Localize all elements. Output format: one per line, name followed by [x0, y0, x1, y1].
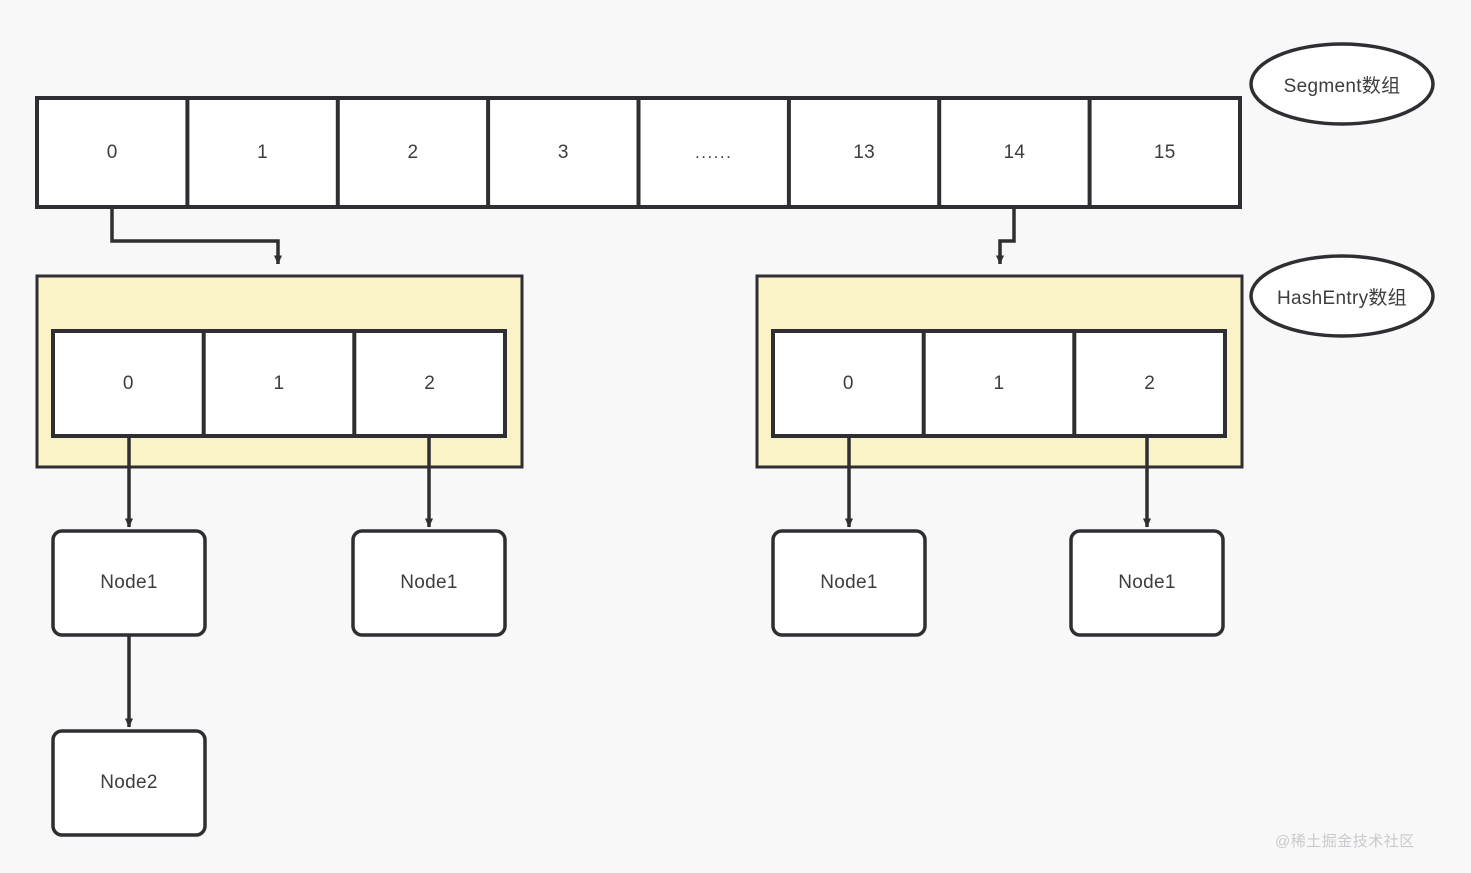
segment-cell-3[interactable]: 3: [557, 141, 569, 163]
segment-cell-0[interactable]: 0: [106, 141, 118, 163]
segment-array-box: [35, 96, 1242, 209]
node-left-chain-b-1[interactable]: Node1: [400, 572, 458, 593]
right-hashentry-cell-2[interactable]: 2: [1144, 372, 1156, 394]
node-left-chain-a-2[interactable]: Node2: [100, 772, 158, 793]
hashentry-array-callout-ellipse: [1249, 254, 1435, 338]
right-hashentry-cell-0[interactable]: 0: [842, 372, 854, 394]
segment-cell-15[interactable]: 15: [1153, 141, 1176, 163]
right-hashentry-container: [755, 274, 1244, 469]
node-box-left-chain-a-2: [51, 729, 207, 837]
node-left-chain-a-1[interactable]: Node1: [100, 572, 158, 593]
left-hashentry-container: [35, 274, 524, 469]
node-box-left-chain-b-1: [351, 529, 507, 637]
segment-array-callout-ellipse: [1249, 42, 1435, 126]
segment-cell-1[interactable]: 1: [257, 141, 269, 163]
node-box-right-chain-b-1: [1069, 529, 1225, 637]
left-hashentry-cell-1[interactable]: 1: [273, 372, 285, 394]
node-box-right-chain-a-1: [771, 529, 927, 637]
segment-cell-13[interactable]: 13: [853, 141, 875, 163]
left-hashentry-cell-2[interactable]: 2: [424, 372, 436, 394]
right-hashentry-cell-1[interactable]: 1: [993, 372, 1005, 394]
segment-cell-14[interactable]: 14: [1003, 141, 1026, 163]
hashentry-array-callout-label[interactable]: HashEntry数组: [1276, 287, 1407, 309]
node-right-chain-a-1[interactable]: Node1: [820, 572, 878, 593]
segment-cell-2[interactable]: 2: [407, 141, 419, 163]
node-right-chain-b-1[interactable]: Node1: [1118, 572, 1176, 593]
connector-segment0-to-left-array: [110, 207, 282, 265]
watermark: @稀土掘金技术社区: [1275, 833, 1415, 850]
connector-segment14-to-right-array: [996, 207, 1016, 265]
segment-cell-ellipsis[interactable]: ......: [695, 142, 733, 162]
left-hashentry-cell-0[interactable]: 0: [122, 372, 134, 394]
segment-array-callout-label[interactable]: Segment数组: [1283, 75, 1401, 97]
